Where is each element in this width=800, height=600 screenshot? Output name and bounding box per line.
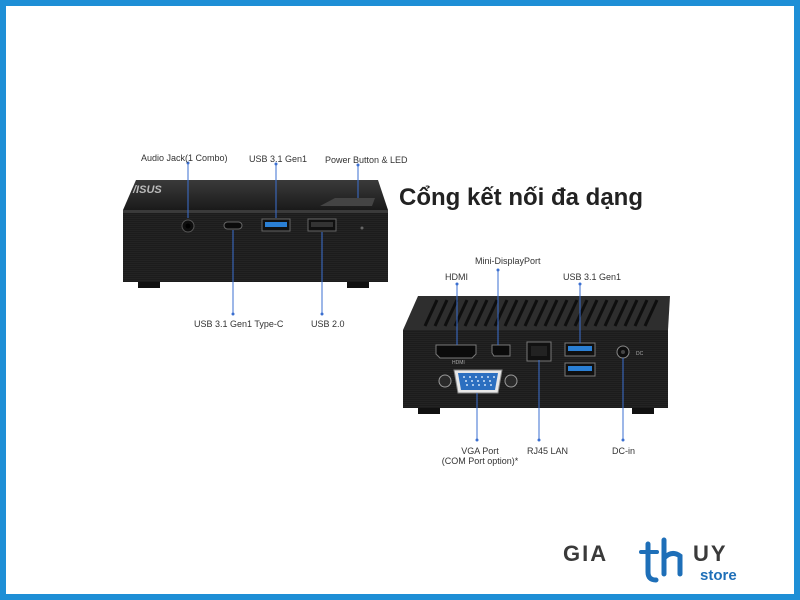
power-button-strip [320, 198, 375, 206]
hdmi-port [435, 344, 477, 359]
callout-audio-jack: Audio Jack(1 Combo) [141, 153, 228, 163]
store-logo-graphic: GIA UY store [563, 537, 737, 584]
store-logo-gia: GIA [563, 541, 608, 566]
rear-vent-slots [423, 299, 659, 327]
store-logo-store: store [700, 567, 737, 584]
usb20-front-tongue [311, 222, 333, 227]
rear-view-pc: HDMI DC [403, 268, 670, 442]
usb31-front-tongue [265, 222, 287, 227]
callout-vga-port: VGA Port (COM Port option)* [440, 446, 520, 466]
store-logo-h-stroke [661, 537, 683, 577]
dc-in-pin [621, 350, 625, 354]
callout-usb20: USB 2.0 [311, 319, 345, 329]
page-headline: Cổng kết nối đa dạng [399, 184, 643, 211]
store-logo-t-stroke [645, 541, 659, 583]
front-view-pc: /ISUS [123, 161, 388, 316]
callout-usb31-front: USB 3.1 Gen1 [249, 154, 308, 164]
front-pc-foot-right [347, 282, 369, 288]
front-led [360, 226, 364, 230]
usb31-rear-tongue-bottom [568, 366, 592, 371]
callout-vga-port-line2: (COM Port option)* [441, 456, 519, 466]
callout-hdmi: HDMI [445, 272, 468, 282]
mini-displayport-port [491, 344, 511, 357]
rear-pc-foot-left [418, 408, 440, 414]
rear-pc-foot-right [632, 408, 654, 414]
audio-jack-hole [185, 223, 191, 229]
asus-brand-mark: /ISUS [132, 184, 162, 196]
callout-usb-type-c: USB 3.1 Gen1 Type-C [194, 319, 284, 329]
dc-port-label: DC [636, 351, 644, 357]
rj45-port-inner [531, 346, 547, 356]
callout-dc-in: DC-in [612, 446, 636, 456]
usb31-rear-tongue-top [568, 346, 592, 351]
front-pc-face [123, 210, 388, 282]
front-pc-foot-left [138, 282, 160, 288]
front-pc-top [123, 180, 388, 210]
callout-power-button: Power Button & LED [325, 155, 408, 165]
vga-port [438, 369, 518, 394]
store-logo-uy: UY [693, 541, 728, 566]
rear-pc-top [403, 296, 670, 330]
callout-mini-displayport: Mini-DisplayPort [475, 256, 541, 266]
callout-rj45-lan: RJ45 LAN [527, 446, 569, 456]
front-pc-edge [123, 210, 388, 213]
hdmi-port-label: HDMI [452, 360, 465, 366]
callout-usb31-rear: USB 3.1 Gen1 [563, 272, 622, 282]
usb-type-c-port [223, 221, 243, 230]
callout-vga-port-line1: VGA Port [461, 446, 499, 456]
